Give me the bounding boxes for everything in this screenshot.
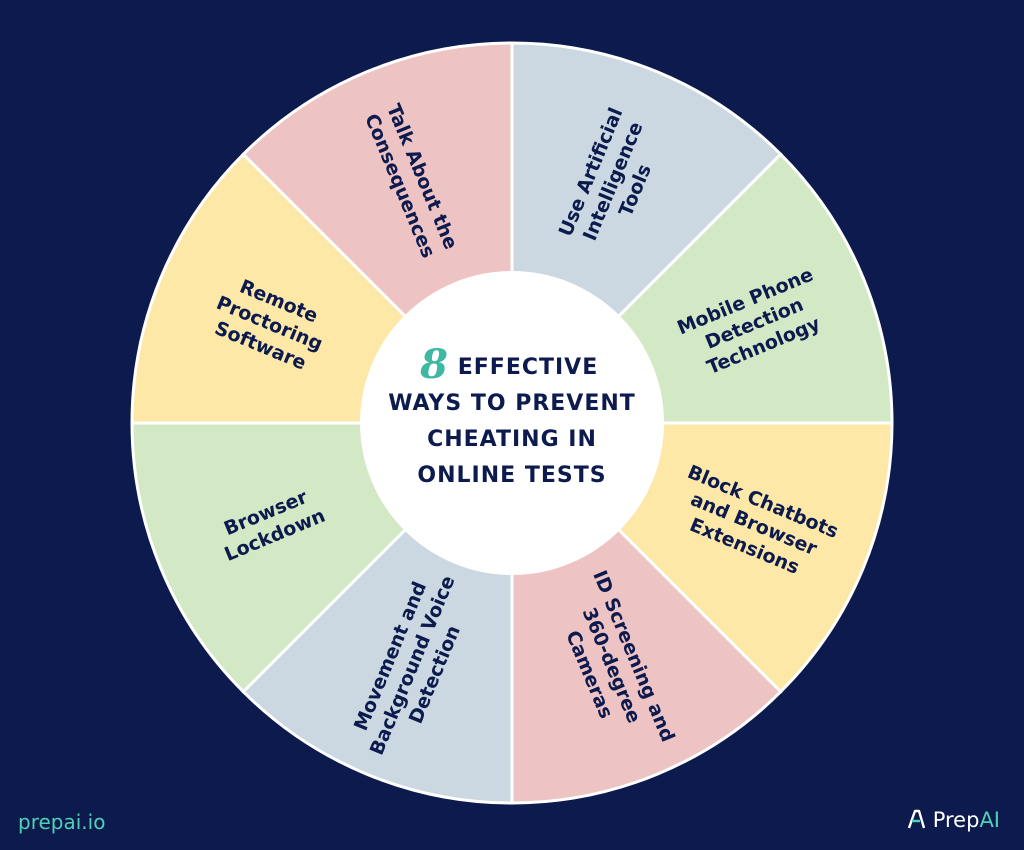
brand-suffix: AI (979, 808, 1000, 832)
center-line-4: ONLINE TESTS (417, 463, 606, 488)
center-title: 8 EFFECTIVE WAYS TO PREVENT CHEATING IN … (388, 341, 636, 488)
site-url[interactable]: prepai.io (18, 810, 106, 834)
center-line-1: EFFECTIVE (458, 355, 599, 380)
center-number: 8 (419, 341, 448, 388)
prepai-logo-icon (907, 809, 925, 829)
center-line-2: WAYS TO PREVENT (388, 391, 636, 416)
center-line-3: CHEATING IN (427, 427, 597, 452)
center-circle (360, 271, 664, 575)
brand-prefix: Prep (932, 808, 980, 832)
